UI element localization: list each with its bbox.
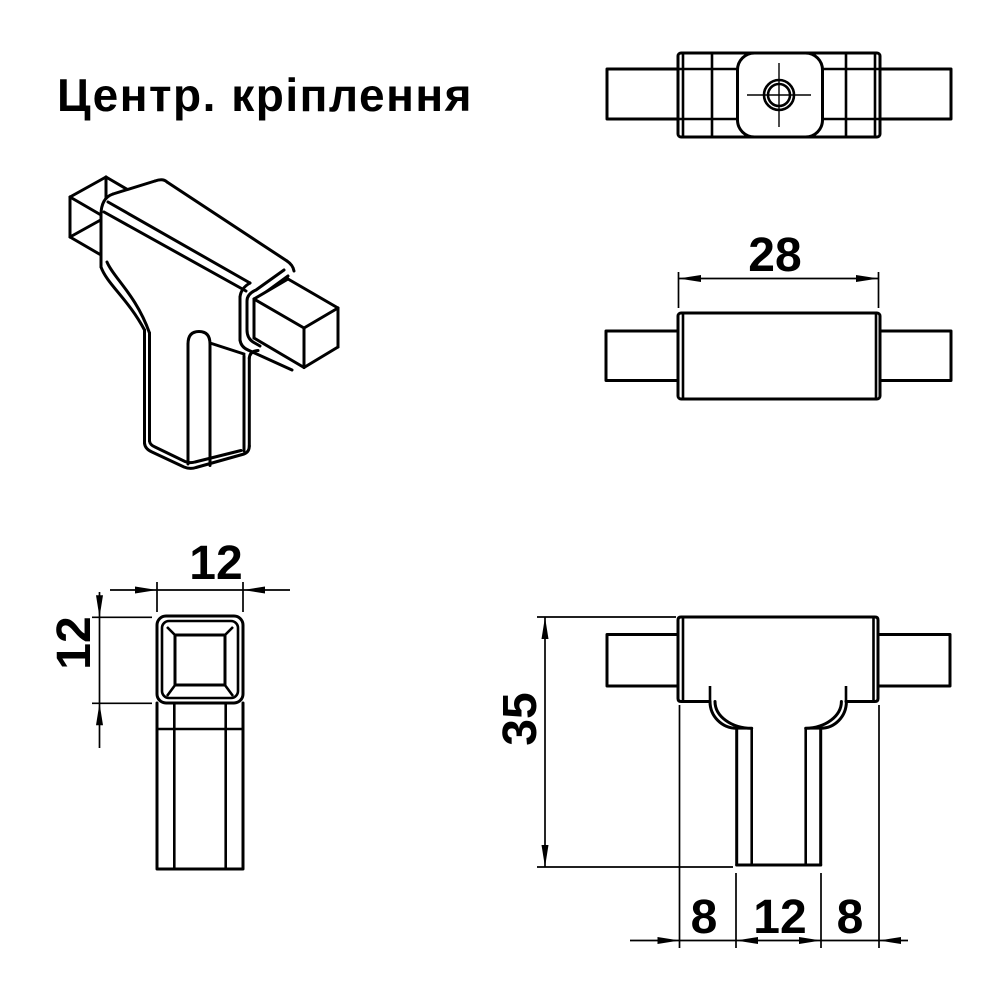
- dimension-bottom-chain: 8 12 8: [630, 705, 908, 948]
- side-view-left-tube: [604, 329, 680, 382]
- front-view-right-tube: [876, 633, 952, 688]
- dimension-height-12: 12: [48, 592, 152, 748]
- front-view: 35 8 12 8: [494, 615, 952, 948]
- dim-label-12-center: 12: [753, 891, 806, 944]
- dim-arrow-1: [657, 937, 680, 944]
- dim-arrow-3: [799, 937, 821, 944]
- socket-inner-collar: [160, 619, 240, 700]
- dim-label-12-width: 12: [189, 537, 242, 590]
- fillet-right-outer: [819, 700, 848, 730]
- isometric-view: [68, 175, 340, 470]
- side-view: 28: [604, 229, 953, 401]
- dim-arrow-right: [243, 586, 265, 594]
- front-view-left-tube: [605, 633, 680, 688]
- side-view-right-tube: [878, 329, 953, 382]
- dim-label-8-left: 8: [691, 891, 718, 944]
- dim-arrow-left: [678, 275, 701, 282]
- iso-right-tube: [252, 277, 340, 369]
- dim-label-8-right: 8: [837, 891, 864, 944]
- socket-outer: [155, 614, 245, 705]
- top-view-left-tube: [605, 67, 680, 121]
- iso-body: [99, 178, 296, 372]
- dimension-width-12: 12: [110, 537, 290, 612]
- front-view-body: [676, 615, 880, 703]
- dim-arrow-4: [879, 937, 901, 944]
- dim-arrow-right: [856, 275, 879, 282]
- dim-arrow-bottom: [96, 703, 103, 726]
- leg-outline: [155, 701, 245, 871]
- dim-label-35: 35: [494, 692, 547, 745]
- dimension-width-28: 28: [677, 229, 880, 308]
- dim-arrow-2: [736, 937, 758, 944]
- side-view-body: [676, 311, 882, 401]
- top-view: [605, 51, 953, 139]
- dim-label-12-height: 12: [48, 616, 101, 669]
- socket-square-hole: [173, 633, 227, 687]
- page-title: Центр. кріплення: [57, 69, 473, 121]
- dim-arrow-top: [541, 617, 549, 639]
- tube-end-view: 12 12: [48, 537, 290, 871]
- dimension-height-35: 35: [494, 616, 733, 868]
- fillet-left-outer: [708, 700, 739, 730]
- dim-label-28: 28: [748, 229, 801, 282]
- top-view-right-tube: [878, 67, 953, 121]
- dim-arrow-bottom: [541, 845, 549, 867]
- dim-arrow-top: [96, 595, 103, 618]
- dim-arrow-left: [135, 586, 157, 594]
- top-view-center-boss: [736, 51, 824, 139]
- iso-leg: [99, 260, 260, 470]
